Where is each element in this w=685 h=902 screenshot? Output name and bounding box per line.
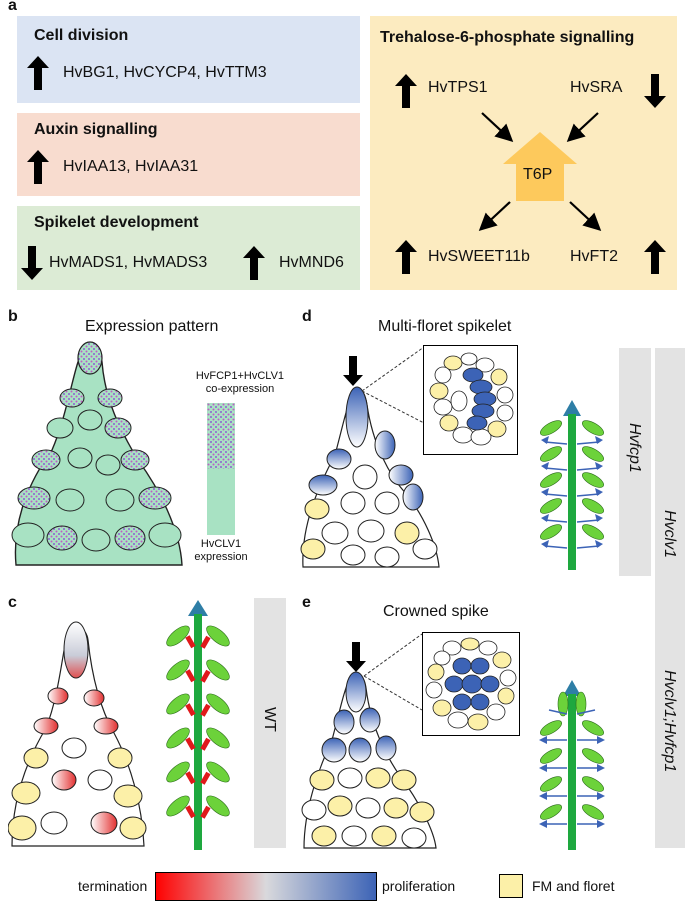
tps-to-t6p-arrow bbox=[481, 112, 514, 142]
sra-gene: HvSRA bbox=[570, 79, 623, 96]
multi-floret-zoom-lines bbox=[361, 346, 425, 424]
cell-division-genes: HvBG1, HvCYCP4, HvTTM3 bbox=[63, 64, 267, 81]
hvclv1-hvfcp1-label: Hvclv1;Hvfcp1 bbox=[661, 670, 678, 773]
spikelet-up-genes: HvMND6 bbox=[279, 254, 344, 271]
crowned-spike-plant-schematic bbox=[539, 680, 605, 850]
down-arrow-icon bbox=[343, 356, 363, 386]
expression-legend-bar bbox=[207, 403, 235, 535]
sweet-gene: HvSWEET11b bbox=[428, 248, 530, 265]
cell-division-title: Cell division bbox=[34, 27, 129, 44]
expression-pattern-meristem bbox=[11, 341, 183, 566]
wt-meristem bbox=[8, 621, 147, 847]
crowned-spike-zoom-lines bbox=[363, 633, 423, 711]
spikelet-box: Spikelet development HvMADS1, HvMADS3 Hv… bbox=[17, 206, 360, 290]
panel-b-letter: b bbox=[8, 308, 18, 325]
multi-floret-plant-schematic bbox=[540, 400, 604, 570]
sra-to-t6p-arrow bbox=[566, 112, 599, 142]
spikelet-title: Spikelet development bbox=[34, 214, 199, 231]
t6p-to-sweet-arrow bbox=[478, 201, 511, 231]
hvfcp1-label-bar bbox=[619, 348, 651, 576]
down-arrow-icon bbox=[644, 74, 666, 108]
down-arrow-icon bbox=[346, 642, 366, 672]
up-arrow-icon bbox=[243, 246, 265, 280]
fm-floret-swatch bbox=[499, 874, 523, 898]
t6p-title: Trehalose-6-phosphate signalling bbox=[380, 29, 635, 46]
ft-gene: HvFT2 bbox=[570, 248, 618, 265]
panel-c-letter: c bbox=[8, 594, 17, 611]
panel-d-letter: d bbox=[302, 308, 312, 325]
multi-floret-zoom-box bbox=[423, 345, 518, 455]
auxin-title: Auxin signalling bbox=[34, 121, 158, 138]
down-arrow-icon bbox=[21, 246, 43, 280]
legend-proliferation-label: proliferation bbox=[382, 878, 456, 894]
t6p-to-ft-arrow bbox=[569, 201, 602, 231]
t6p-diagram bbox=[478, 112, 602, 231]
up-arrow-icon bbox=[27, 56, 49, 90]
panel-b-title: Expression pattern bbox=[85, 318, 219, 335]
legend-fm-label: FM and floret bbox=[532, 878, 615, 894]
legend-termination-label: termination bbox=[78, 878, 148, 894]
t6p-box: Trehalose-6-phosphate signalling HvTPS1 … bbox=[370, 16, 677, 290]
clv-expression-label: HvCLV1 expression bbox=[194, 538, 248, 563]
wt-label-bar bbox=[254, 598, 286, 848]
gradient-scale-bar bbox=[155, 872, 377, 901]
wt-plant-schematic bbox=[166, 600, 230, 850]
panel-a-letter: a bbox=[8, 0, 17, 14]
cell-division-box: Cell division HvBG1, HvCYCP4, HvTTM3 bbox=[17, 16, 360, 103]
up-arrow-icon bbox=[395, 240, 417, 274]
auxin-box: Auxin signalling HvIAA13, HvIAA31 bbox=[17, 113, 360, 196]
wt-label: WT bbox=[261, 707, 278, 732]
tps-gene: HvTPS1 bbox=[428, 79, 488, 96]
multi-floret-meristem bbox=[300, 386, 440, 568]
up-arrow-icon bbox=[27, 150, 49, 184]
spikelet-down-genes: HvMADS1, HvMADS3 bbox=[49, 254, 208, 271]
hvclv1-label: Hvclv1 bbox=[661, 510, 678, 559]
up-arrow-icon bbox=[395, 74, 417, 108]
hvclv1-label-bar bbox=[655, 348, 685, 848]
t6p-center-label: T6P bbox=[523, 166, 553, 183]
co-expression-label: HvFCP1+HvCLV1 co-expression bbox=[195, 370, 285, 395]
crowned-spike-zoom-box bbox=[422, 632, 520, 736]
panel-e-title: Crowned spike bbox=[383, 603, 489, 620]
t6p-shape bbox=[503, 132, 577, 201]
panel-e-letter: e bbox=[302, 594, 311, 611]
crowned-spike-meristem bbox=[301, 671, 437, 849]
hvfcp1-label: Hvfcp1 bbox=[626, 423, 643, 473]
up-arrow-icon bbox=[644, 240, 666, 274]
auxin-genes: HvIAA13, HvIAA31 bbox=[63, 158, 199, 175]
panel-d-title: Multi-floret spikelet bbox=[378, 318, 512, 335]
